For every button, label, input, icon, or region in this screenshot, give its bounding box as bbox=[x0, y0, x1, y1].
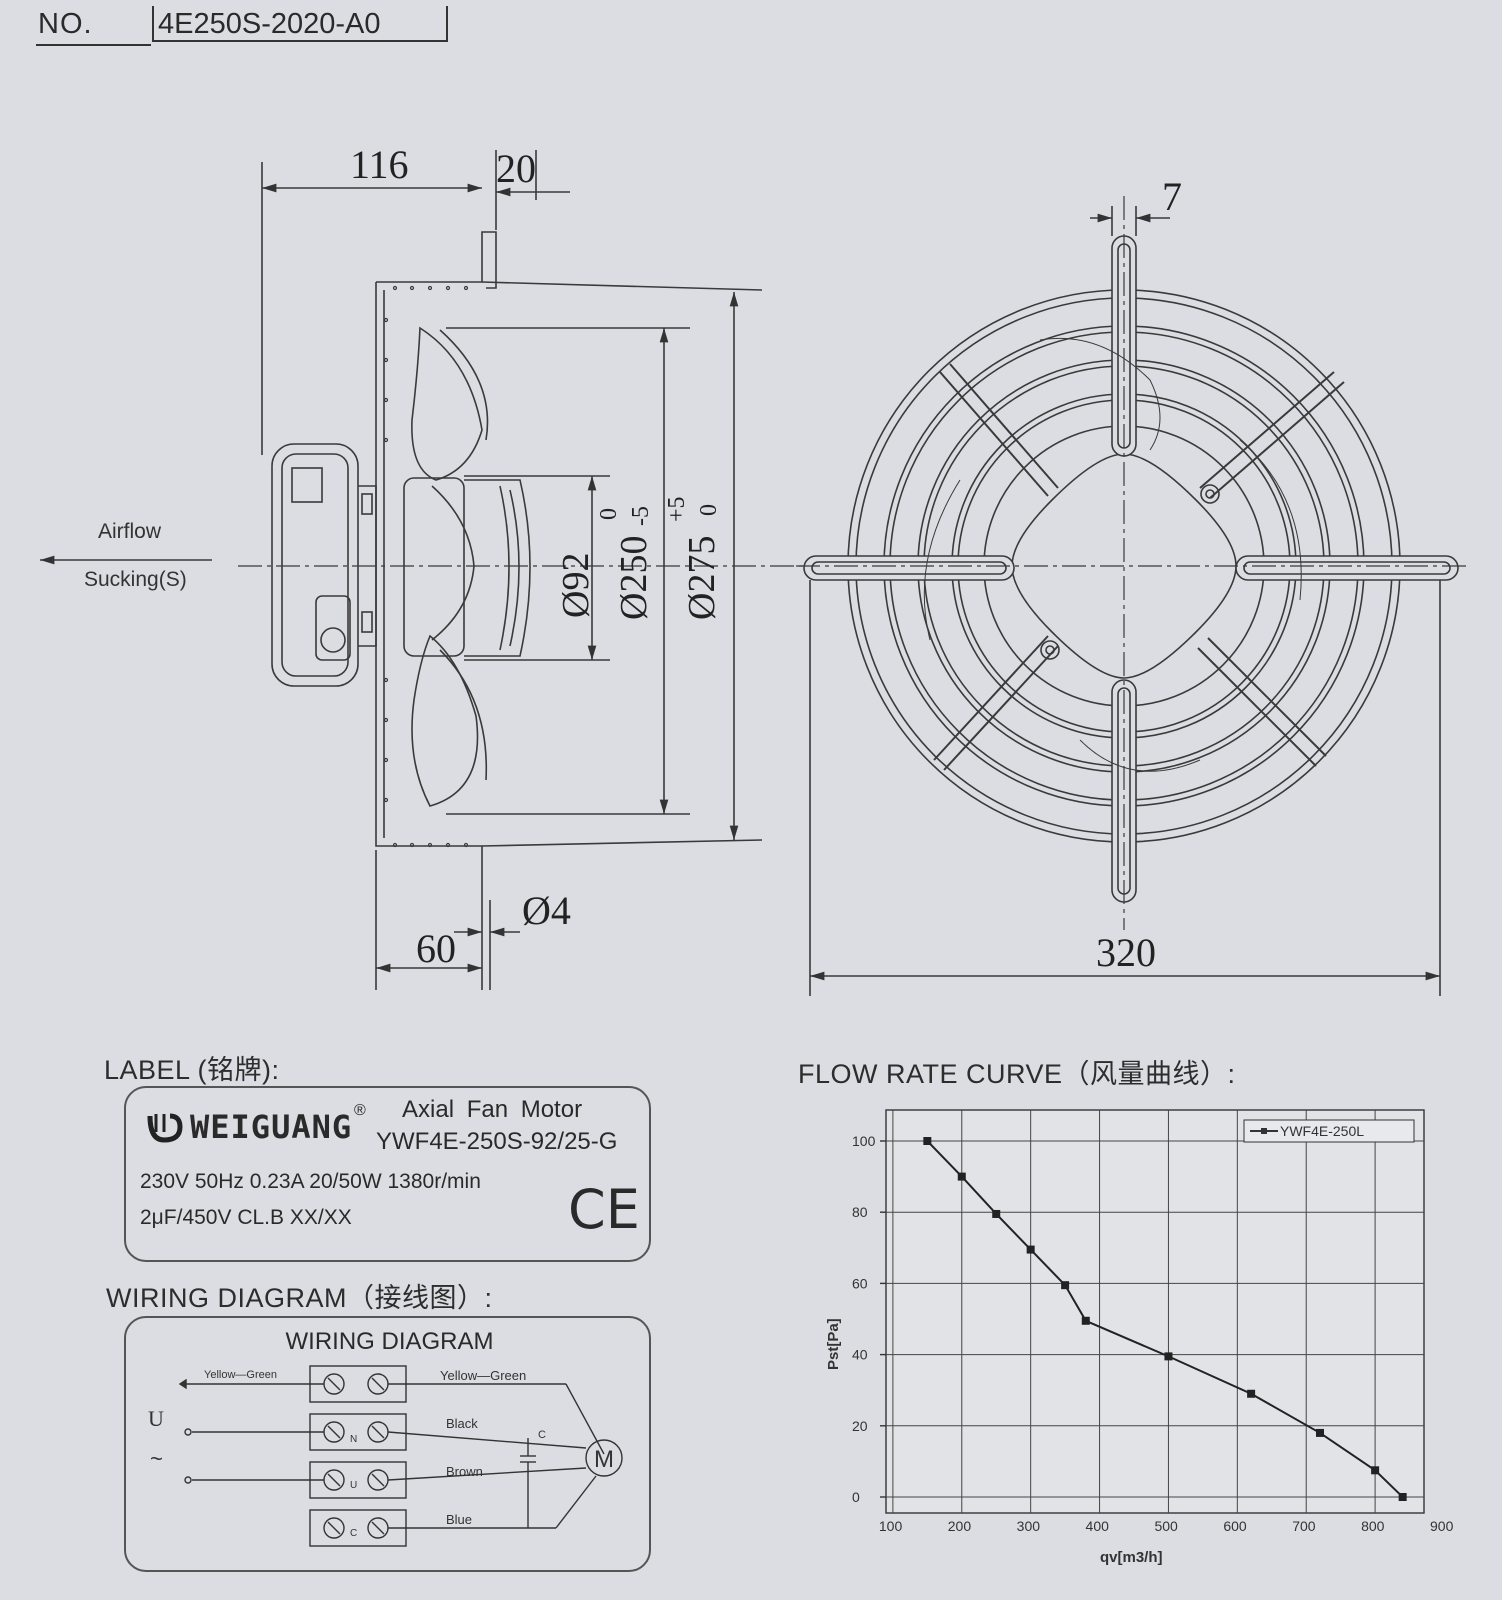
x-tick-label: 500 bbox=[1154, 1518, 1178, 1534]
doc-no-underline bbox=[36, 44, 151, 46]
wiring-section-title: WIRING DIAGRAM（接线图）: bbox=[106, 1283, 493, 1313]
series-point bbox=[1026, 1245, 1035, 1254]
terminal-label-u: U bbox=[350, 1480, 357, 1491]
series-point bbox=[1081, 1316, 1090, 1325]
series-point bbox=[1316, 1428, 1324, 1437]
chart-y-ticks: 0 20 40 60 80 100 bbox=[852, 1133, 886, 1505]
wire-left-yellow-green: Yellow—Green bbox=[204, 1369, 277, 1381]
ce-mark: CE bbox=[568, 1178, 640, 1241]
wire-yellow-green: Yellow—Green bbox=[440, 1368, 526, 1383]
dim-d4: Ø4 bbox=[522, 888, 571, 933]
series-point bbox=[1061, 1281, 1070, 1290]
sucking-label: Sucking(S) bbox=[84, 568, 187, 591]
motor-label: M bbox=[594, 1446, 614, 1473]
series-point bbox=[992, 1209, 1001, 1218]
y-tick-label: 20 bbox=[852, 1418, 868, 1434]
spec-line-1: 230V 50Hz 0.23A 20/50W 1380r/min bbox=[140, 1170, 481, 1193]
terminal-label-n: N bbox=[350, 1434, 357, 1445]
supply-u: U bbox=[148, 1406, 164, 1431]
doc-model-number: 4E250S-2020-A0 bbox=[152, 6, 448, 42]
x-tick-label: 600 bbox=[1223, 1518, 1247, 1534]
doc-no-label: NO. bbox=[38, 8, 93, 40]
brand-name: WEIGUANG bbox=[190, 1108, 353, 1146]
x-tick-label: 700 bbox=[1292, 1518, 1316, 1534]
dim-d275-tol-down: 0 bbox=[696, 504, 722, 516]
capacitor-label: C bbox=[538, 1429, 546, 1441]
x-tick-label: 400 bbox=[1086, 1518, 1110, 1534]
dim-d250-tol-up: 0 bbox=[596, 508, 622, 520]
wiring-box-title: WIRING DIAGRAM bbox=[285, 1328, 494, 1355]
x-tick-label: 900 bbox=[1430, 1518, 1454, 1534]
wire-black: Black bbox=[446, 1416, 478, 1431]
airflow-label: Airflow bbox=[98, 520, 162, 543]
dim-d275-tol-up: +5 bbox=[664, 496, 690, 522]
product-name: Axial Fan Motor bbox=[402, 1096, 583, 1123]
label-card: WEIGUANG ® Axial Fan Motor YWF4E-250S-92… bbox=[124, 1086, 651, 1262]
chart-legend: YWF4E-250L bbox=[1243, 1119, 1415, 1143]
wiring-schematic: Yellow—Green Yellow—Green Black Brown Bl… bbox=[148, 1365, 623, 1547]
dim-320: 320 bbox=[1096, 930, 1156, 975]
x-tick-label: 300 bbox=[1017, 1518, 1041, 1534]
dim-d275: Ø275 bbox=[681, 536, 723, 620]
dim-7: 7 bbox=[1162, 174, 1182, 219]
series-point bbox=[1398, 1493, 1407, 1501]
chart-ylabel: Pst[Pa] bbox=[825, 1318, 842, 1370]
x-tick-label: 100 bbox=[879, 1518, 903, 1534]
y-tick-label: 100 bbox=[852, 1133, 876, 1149]
fan-technical-drawing: 116 20 7 Ø4 60 320 Ø92 Ø250 0 -5 Ø275 +5… bbox=[40, 142, 1470, 996]
chart-grid bbox=[886, 1110, 1424, 1513]
wire-blue: Blue bbox=[446, 1512, 472, 1527]
terminal-label-c: C bbox=[350, 1528, 357, 1539]
chart-series bbox=[923, 1137, 1407, 1501]
y-tick-label: 80 bbox=[852, 1204, 868, 1220]
dim-60: 60 bbox=[416, 926, 456, 971]
chart-x-ticks: 100 200 300 400 500 600 700 800 900 bbox=[879, 1518, 1454, 1534]
dim-d250-tol-down: -5 bbox=[628, 506, 654, 526]
series-point bbox=[923, 1137, 932, 1145]
dim-116: 116 bbox=[350, 142, 409, 187]
product-model: YWF4E-250S-92/25-G bbox=[376, 1128, 618, 1155]
legend-entry: YWF4E-250L bbox=[1280, 1123, 1364, 1139]
curve-section-title: FLOW RATE CURVE（风量曲线）: bbox=[798, 1059, 1236, 1089]
series-point bbox=[1164, 1352, 1173, 1361]
dim-d250: Ø250 bbox=[613, 536, 655, 620]
spec-line-2: 2μF/450V CL.B XX/XX bbox=[140, 1206, 352, 1229]
y-tick-label: 40 bbox=[852, 1347, 868, 1363]
supply-ac: ~ bbox=[150, 1446, 163, 1471]
label-section-title: LABEL (铭牌): bbox=[104, 1055, 280, 1085]
series-point bbox=[1371, 1466, 1380, 1475]
chart-xlabel: qv[m3/h] bbox=[1100, 1549, 1163, 1566]
weiguang-logo-icon bbox=[147, 1113, 183, 1143]
flow-rate-chart: 100 200 300 400 500 600 700 800 900 0 20 40 60 80 100… bbox=[825, 1109, 1454, 1566]
y-tick-label: 60 bbox=[852, 1275, 868, 1291]
chart-plot-area bbox=[885, 1109, 1425, 1514]
wiring-card: WIRING DIAGRAM bbox=[124, 1316, 651, 1572]
dim-20: 20 bbox=[496, 146, 536, 191]
series-point bbox=[957, 1172, 966, 1181]
x-tick-label: 800 bbox=[1361, 1518, 1385, 1534]
y-tick-label: 0 bbox=[852, 1489, 860, 1505]
dim-d92: Ø92 bbox=[555, 553, 597, 618]
series-point bbox=[1247, 1389, 1256, 1398]
wire-brown: Brown bbox=[446, 1464, 483, 1479]
x-tick-label: 200 bbox=[948, 1518, 972, 1534]
registered-mark: ® bbox=[354, 1102, 366, 1119]
